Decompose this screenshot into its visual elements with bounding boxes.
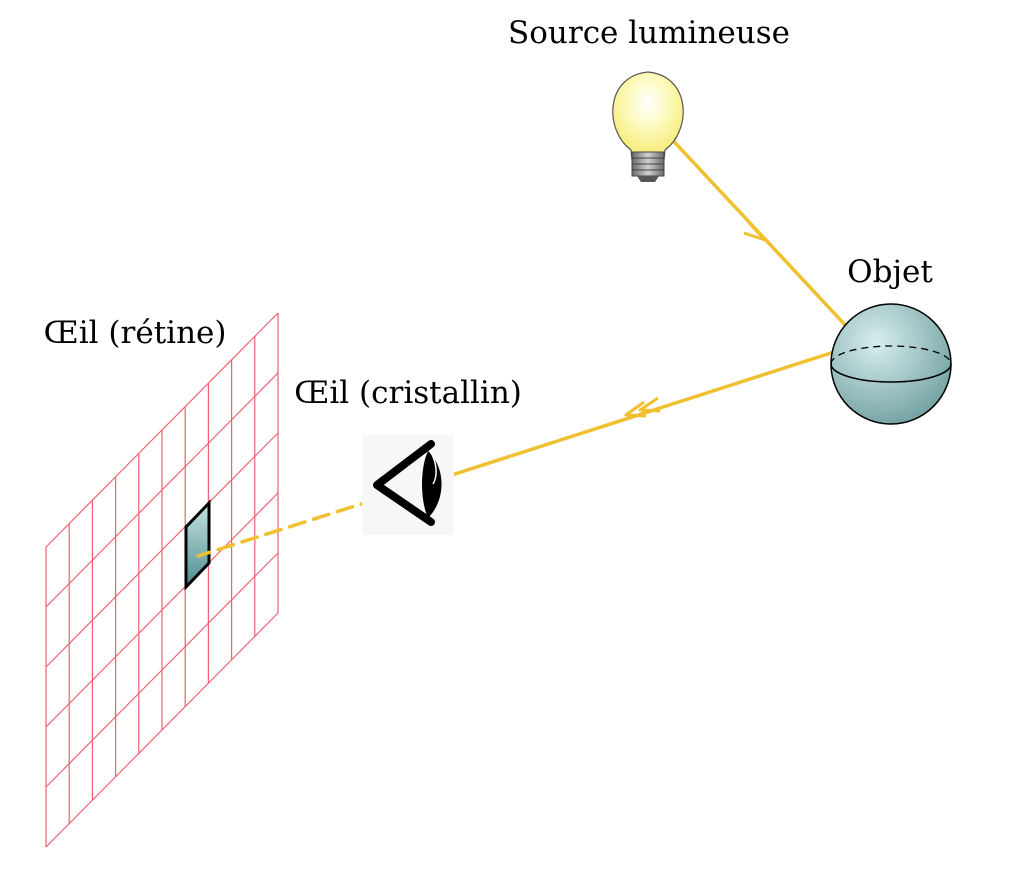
grid-line-horizontal	[45, 372, 279, 608]
arrow-incident	[743, 222, 767, 242]
reflected-ray	[422, 341, 864, 486]
ray-arrows	[624, 222, 767, 418]
light-rays	[196, 116, 864, 558]
arrow-reflected-1	[638, 396, 661, 413]
eye-icon	[362, 435, 454, 535]
lens-label: Œil (cristallin)	[294, 375, 522, 411]
retina-grid	[45, 312, 279, 848]
object-label: Objet	[847, 254, 933, 290]
retina-label: Œil (rétine)	[44, 315, 227, 351]
grid-line-horizontal	[45, 312, 279, 548]
grid-line-horizontal	[45, 432, 279, 668]
grid-line-horizontal	[45, 492, 279, 728]
light-bulb-icon	[612, 71, 684, 182]
grid-line-horizontal	[45, 552, 279, 788]
retina-pixel	[184, 499, 211, 591]
grid-line-horizontal	[45, 612, 279, 848]
light-source-label: Source lumineuse	[508, 15, 790, 51]
arrow-reflected-2	[624, 400, 647, 418]
sphere-icon	[830, 303, 952, 425]
